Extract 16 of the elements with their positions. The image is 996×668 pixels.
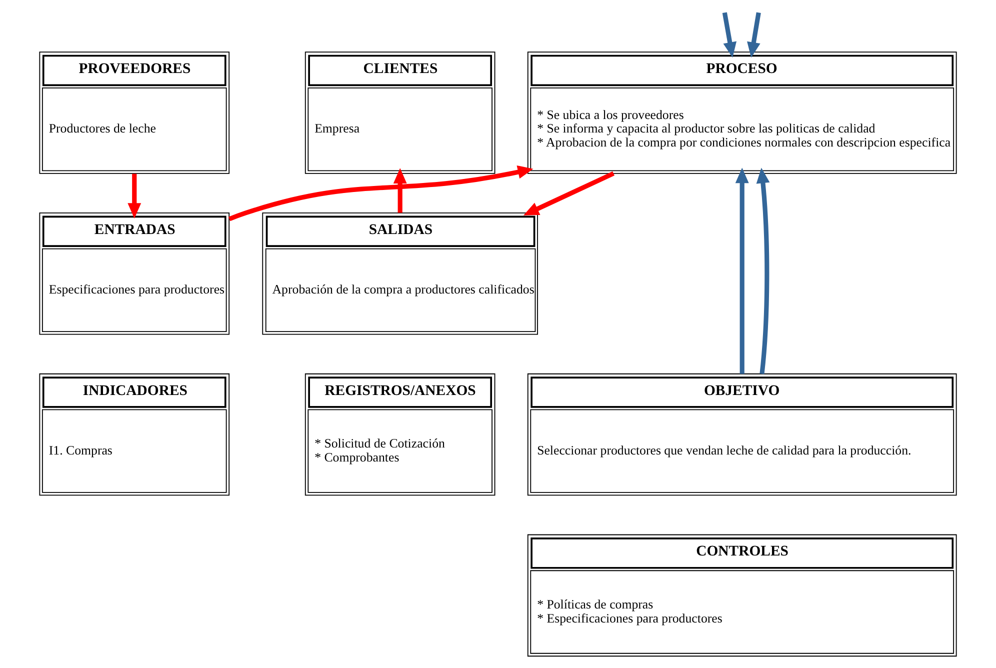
arrow xyxy=(756,168,770,374)
arrow xyxy=(128,174,142,218)
arrow xyxy=(393,168,407,213)
arrow xyxy=(228,165,534,222)
node-box: REGISTROS/ANEXOS * Solicitud de Cotización * Comprobantes xyxy=(304,373,496,496)
node-box: CLIENTES Empresa xyxy=(304,52,496,174)
arrow xyxy=(735,168,749,374)
arrow xyxy=(747,12,761,58)
node-box: INDICADORES I1. Compras xyxy=(39,373,230,496)
node-box: OBJETIVO Seleccionar productores que vendan leche de calidad para la producción. xyxy=(527,373,957,496)
node-box: ENTRADAS Especificaciones para productores xyxy=(39,212,230,335)
node-box: CONTROLES * Políticas de compras * Especificaciones para productores xyxy=(527,534,957,657)
arrow xyxy=(523,171,614,216)
arrow xyxy=(722,12,737,58)
node-box: PROVEEDORES Productores de leche xyxy=(39,52,230,174)
node-box: PROCESO * Se ubica a los proveedores * Se informa y capacita al productor sobre las politicas de calidad * Aprobacion de la compra por condiciones normales con descripcion especifica xyxy=(527,52,957,174)
